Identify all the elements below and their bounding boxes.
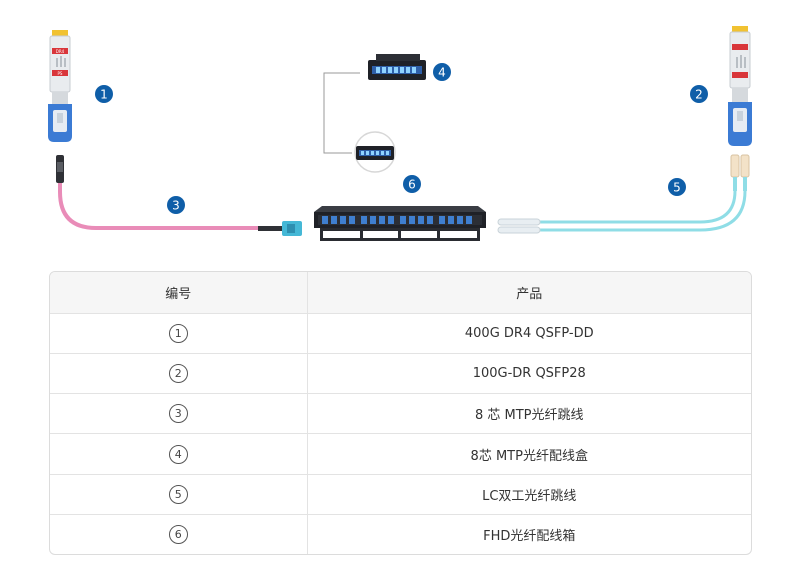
marker-4-label: 4 xyxy=(438,66,446,80)
table-row: 1 400G DR4 QSFP-DD xyxy=(50,313,751,355)
row-number-cell: 2 xyxy=(50,353,308,395)
table-row: 3 8 芯 MTP光纤跳线 xyxy=(50,393,751,435)
header-number: 编号 xyxy=(50,272,308,314)
mtp-cassette-group xyxy=(323,54,426,173)
mtp-cable xyxy=(56,155,302,236)
row-product: LC双工光纤跳线 xyxy=(307,474,751,515)
qsfp-dd-module: DR4 PS xyxy=(48,30,72,142)
table-row: 4 8芯 MTP光纤配线盒 xyxy=(50,433,751,475)
row-number: 6 xyxy=(168,524,188,544)
lc-duplex-cable xyxy=(497,154,750,234)
marker-4: 4 xyxy=(433,63,451,81)
module-label-top: DR4 xyxy=(56,49,65,54)
marker-1: 1 xyxy=(95,85,113,103)
connection-diagram: DR4 PS xyxy=(48,26,752,241)
marker-6: 6 xyxy=(403,175,421,193)
row-number: 2 xyxy=(168,364,188,384)
header-product: 产品 xyxy=(307,272,751,314)
row-product: 400G DR4 QSFP-DD xyxy=(307,313,751,355)
row-number: 3 xyxy=(168,404,188,424)
cassette-zoom-view xyxy=(354,131,396,173)
table-row: 2 100G-DR QSFP28 xyxy=(50,353,751,395)
marker-5: 5 xyxy=(668,178,686,196)
row-product: 8 芯 MTP光纤跳线 xyxy=(307,393,751,435)
marker-1-label: 1 xyxy=(100,88,108,102)
table-row: 6 FHD光纤配线箱 xyxy=(50,514,751,554)
row-number-cell: 5 xyxy=(50,474,308,515)
product-table: 编号 产品 1 400G DR4 QSFP-DD 2 100G-DR QSFP2… xyxy=(49,271,752,555)
marker-5-label: 5 xyxy=(673,181,681,195)
module-label-bottom: PS xyxy=(58,71,63,76)
row-product: 8芯 MTP光纤配线盒 xyxy=(307,433,751,475)
marker-2: 2 xyxy=(690,85,708,103)
marker-2-label: 2 xyxy=(695,88,703,102)
fhd-enclosure xyxy=(314,206,486,241)
row-number: 5 xyxy=(168,484,188,504)
table-row: 5 LC双工光纤跳线 xyxy=(50,474,751,515)
row-number-cell: 6 xyxy=(50,514,308,554)
marker-3-label: 3 xyxy=(172,199,180,213)
marker-3: 3 xyxy=(167,196,185,214)
mtp-cassette xyxy=(368,54,426,80)
row-number: 4 xyxy=(168,444,188,464)
qsfp28-module xyxy=(728,26,752,146)
row-number: 1 xyxy=(168,324,188,344)
row-number-cell: 3 xyxy=(50,393,308,435)
table-header-row: 编号 产品 xyxy=(50,272,751,314)
marker-6-label: 6 xyxy=(408,178,416,192)
row-product: FHD光纤配线箱 xyxy=(483,528,576,544)
row-number-cell: 4 xyxy=(50,433,308,475)
row-product: 100G-DR QSFP28 xyxy=(307,353,751,395)
row-number-cell: 1 xyxy=(50,313,308,355)
